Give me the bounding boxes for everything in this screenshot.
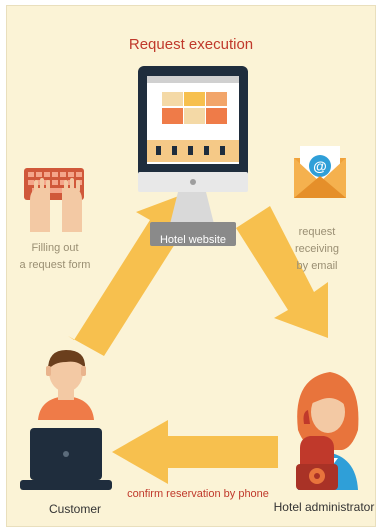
- arrow-administrator-to-customer: [112, 420, 278, 484]
- edge-label-request-email: request receiving by email: [282, 224, 352, 275]
- edge-label-line: request: [298, 226, 336, 238]
- edge-label-filling-form: Filling out a request form: [10, 240, 100, 274]
- customer-figure: [38, 350, 94, 420]
- node-label-hotel-website: Hotel website: [159, 234, 227, 246]
- keyboard-typing-icon: [24, 168, 84, 232]
- edge-label-confirm-phone: confirm reservation by phone: [127, 488, 269, 500]
- edge-label-line: by email: [296, 260, 338, 272]
- node-label-customer: Customer: [48, 502, 101, 516]
- node-label-hotel-administrator: Hotel administrator: [273, 500, 375, 514]
- email-at-glyph: @: [313, 158, 327, 174]
- edge-label-line: a request form: [19, 259, 91, 271]
- administrator-figure: [297, 372, 359, 490]
- edge-label-line: Filling out: [31, 242, 79, 254]
- monitor-icon: [138, 66, 248, 246]
- edge-label-line: receiving: [294, 243, 340, 255]
- arrow-website-to-administrator: [236, 206, 328, 338]
- email-envelope-icon: [294, 146, 346, 198]
- laptop-icon: [20, 428, 112, 490]
- telephone-icon: [296, 436, 338, 490]
- diagram-title: Request execution: [128, 36, 254, 53]
